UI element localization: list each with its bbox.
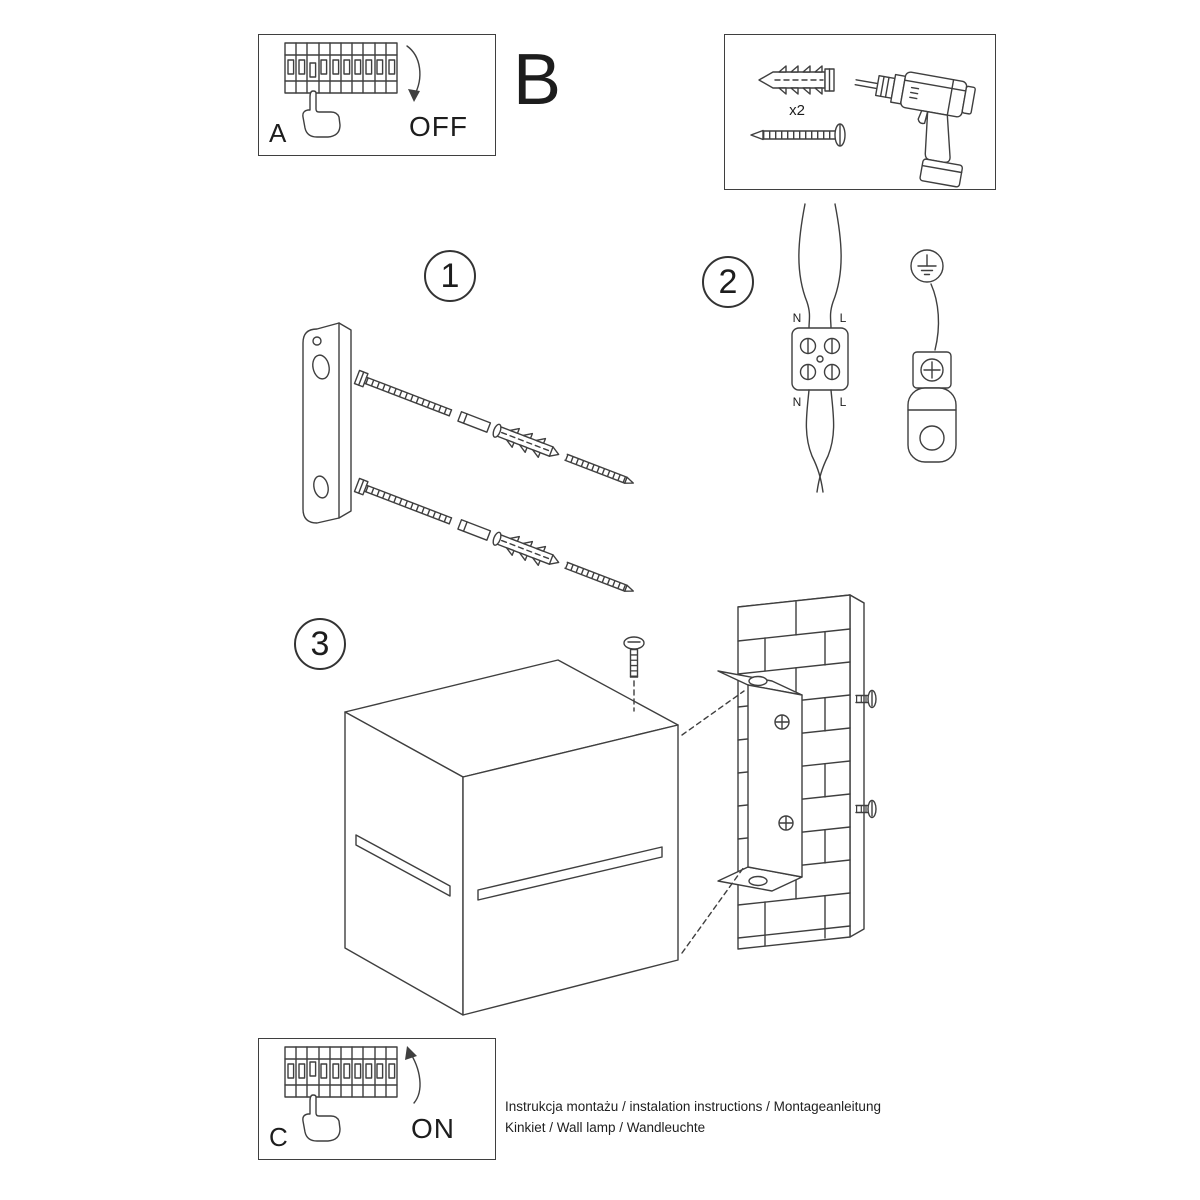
alignment-leader xyxy=(681,866,745,954)
terminal-label-bottom-n: N xyxy=(793,395,802,409)
pointing-hand-icon xyxy=(302,1094,341,1142)
pointing-hand-icon xyxy=(302,90,341,138)
step-1-number: 1 xyxy=(440,256,460,295)
terminal-block-icon: N L N L xyxy=(791,203,849,493)
wall-screw-icon xyxy=(855,799,877,819)
footer: Instrukcja montażu / instalation instruc… xyxy=(505,1097,881,1139)
earth-symbol-icon xyxy=(910,249,944,283)
mounting-bracket-icon xyxy=(302,322,352,524)
screw-anchor-assembly xyxy=(353,477,635,592)
hardware-drawing: x2 xyxy=(750,65,976,188)
step-3-number: 3 xyxy=(310,624,330,663)
anchor-quantity-label: x2 xyxy=(789,102,805,119)
off-label: OFF xyxy=(409,111,468,142)
step-3-badge: 3 xyxy=(294,618,346,670)
box-c-label: C xyxy=(269,1122,288,1152)
light-slot xyxy=(355,834,451,897)
step-1-drawing xyxy=(302,322,635,592)
box-a-label: A xyxy=(269,118,287,148)
breaker-panel xyxy=(284,1046,398,1098)
step-2-badge: 2 xyxy=(702,256,754,308)
footer-line-2: Kinkiet / Wall lamp / Wandleuchte xyxy=(505,1119,706,1135)
screw-anchor-assembly xyxy=(353,369,635,484)
earth-connector-icon xyxy=(907,249,957,463)
curved-arrow-down-icon xyxy=(406,45,421,102)
on-label: ON xyxy=(411,1113,455,1144)
step-1-badge: 1 xyxy=(424,250,476,302)
locking-screw-icon xyxy=(623,636,645,712)
hardware-box: x2 xyxy=(724,34,996,190)
mounted-bracket-icon xyxy=(717,670,803,892)
terminal-label-bottom-l: L xyxy=(840,395,847,409)
step-2-drawing: N L N L xyxy=(791,203,957,493)
expansion-anchor-icon xyxy=(492,423,560,458)
expansion-anchor-icon xyxy=(492,531,560,566)
step-3-drawing xyxy=(344,594,877,1016)
step-a-power-off-box: OFF A xyxy=(258,34,496,156)
cube-lamp-icon xyxy=(344,659,679,1016)
step-c-power-on-box: ON C xyxy=(258,1038,496,1160)
curved-arrow-up-icon xyxy=(405,1046,421,1104)
alignment-leader xyxy=(681,690,745,736)
breaker-panel-icon xyxy=(284,42,398,138)
breaker-panel-icon xyxy=(284,1046,398,1142)
step-2-number: 2 xyxy=(718,262,738,301)
drill-icon xyxy=(854,71,976,188)
wall-screw-icon xyxy=(855,689,877,709)
section-b-label: B xyxy=(513,40,562,120)
wall-plug-icon xyxy=(758,65,835,95)
breaker-panel xyxy=(284,42,398,94)
terminal-label-top-l: L xyxy=(840,311,847,325)
terminal-label-top-n: N xyxy=(793,311,802,325)
light-slot xyxy=(477,846,663,901)
screw-icon xyxy=(750,123,846,147)
footer-line-1: Instrukcja montażu / instalation instruc… xyxy=(505,1099,881,1114)
